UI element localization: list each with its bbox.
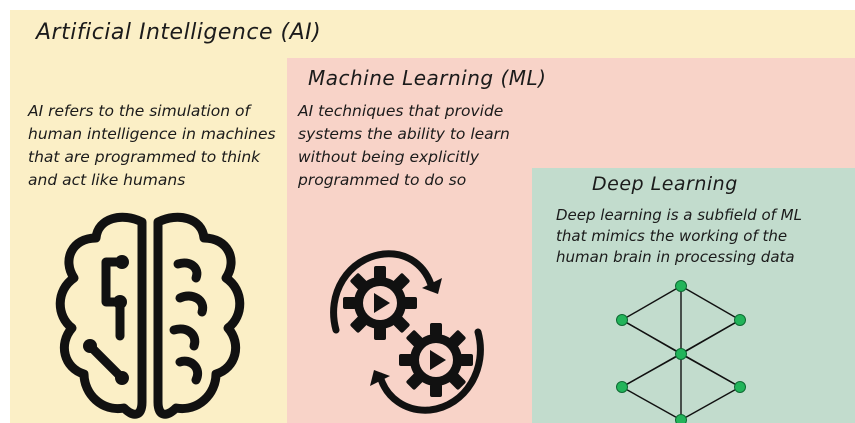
gears-cycle-icon xyxy=(330,250,484,414)
ml-title: Machine Learning (ML) xyxy=(308,66,547,90)
ai-description-line: human intelligence in machines xyxy=(28,125,276,143)
dl-description-line: human brain in processing data xyxy=(556,248,795,266)
ai-description-line: that are programmed to think xyxy=(28,148,261,166)
dl-title: Deep Learning xyxy=(592,173,738,195)
ml-description: AI techniques that provide systems the a… xyxy=(298,100,510,192)
dl-description-line: Deep learning is a subfield of ML xyxy=(556,206,802,224)
dl-description-line: that mimics the working of the xyxy=(556,227,788,245)
ai-description: AI refers to the simulation of human int… xyxy=(28,100,276,192)
ai-description-line: AI refers to the simulation of xyxy=(28,102,250,120)
dl-panel xyxy=(532,168,855,423)
neural-network-icon xyxy=(616,280,746,423)
ml-description-line: programmed to do so xyxy=(298,171,467,189)
ml-description-line: AI techniques that provide xyxy=(298,102,504,120)
ai-title: Artificial Intelligence (AI) xyxy=(36,20,322,45)
dl-description: Deep learning is a subfield of ML that m… xyxy=(556,205,802,268)
ml-description-line: without being explicitly xyxy=(298,148,480,166)
ai-description-line: and act like humans xyxy=(28,171,186,189)
ml-description-line: systems the ability to learn xyxy=(298,125,510,143)
brain-circuit-icon xyxy=(55,212,245,419)
